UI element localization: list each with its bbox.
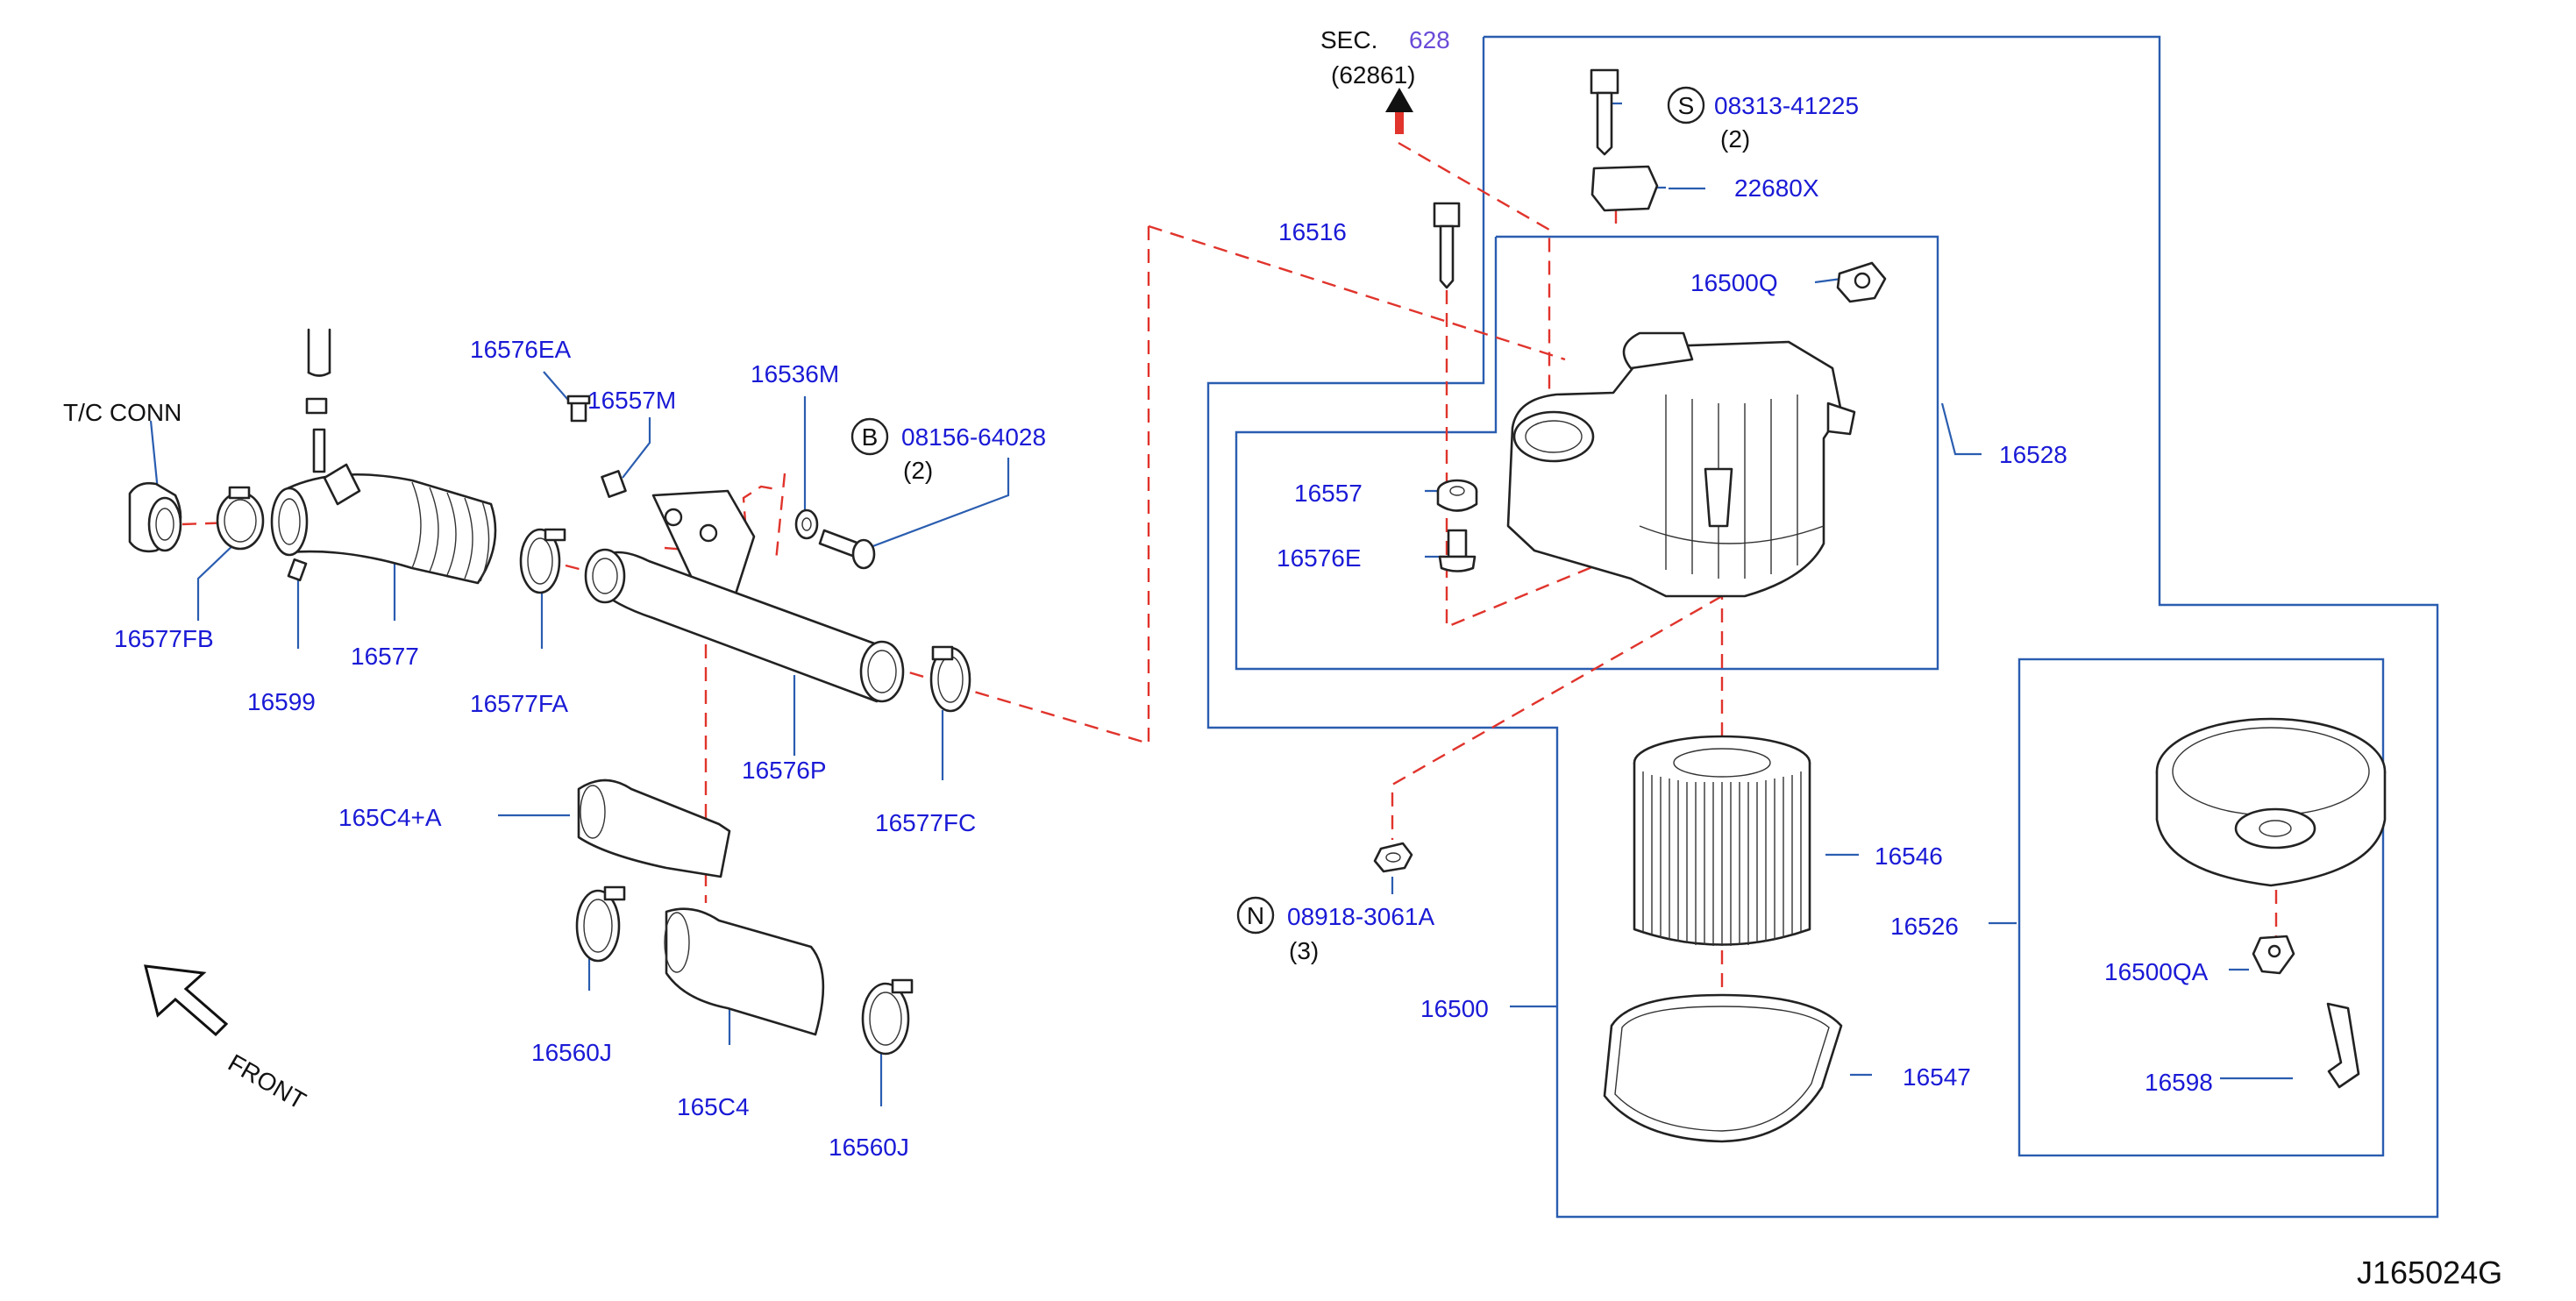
bolt-08156-part <box>818 529 876 570</box>
bolt-08313-part <box>1590 68 1619 156</box>
part-label-08918-3061a[interactable]: 08918-3061A <box>1287 903 1434 930</box>
spacer-16557-part <box>1436 479 1478 512</box>
symbol-n-circle: N <box>1236 896 1275 935</box>
leader-lines <box>149 102 2293 1106</box>
filter-element-16546-part <box>1633 735 1811 946</box>
bushing-16576e-part <box>1438 529 1477 572</box>
assembly-dash-lines <box>181 141 2278 1061</box>
duct-165c4-part <box>664 907 825 1036</box>
group-box-cover <box>2017 658 2385 1157</box>
part-label-16500qa[interactable]: 16500QA <box>2104 958 2209 985</box>
symbol-s-circle: S <box>1667 86 1705 124</box>
grommet-16576ea-part <box>566 395 591 423</box>
part-label-16577fb[interactable]: 16577FB <box>114 625 214 652</box>
part-label-16557[interactable]: 16557 <box>1294 480 1363 507</box>
sec-number-link[interactable]: 628 <box>1409 26 1450 53</box>
part-label-16576ea[interactable]: 16576EA <box>470 336 572 363</box>
seal-ring-16547-part <box>1603 993 1843 1143</box>
air-cleaner-body-16528-part <box>1506 331 1856 598</box>
clamp-16560j-lower-part <box>861 978 914 1056</box>
part-label-16500[interactable]: 16500 <box>1420 995 1489 1022</box>
front-label: FRONT <box>224 1049 310 1114</box>
cover-16526-part <box>2155 717 2387 887</box>
diagram-id-label: J165024G <box>2357 1255 2502 1290</box>
part-label-16516[interactable]: 16516 <box>1278 218 1347 245</box>
nut-08918-part <box>1373 842 1413 873</box>
group-box-outer <box>1206 35 2439 1219</box>
duct-16576p-part <box>584 489 905 703</box>
spacer-16557m-part <box>601 470 627 498</box>
sec-label: SEC. <box>1320 26 1377 53</box>
part-label-16560j-upper[interactable]: 16560J <box>531 1039 612 1066</box>
part-qty-08313: (2) <box>1720 125 1750 153</box>
grommet-16500q-part <box>1836 261 1887 303</box>
part-label-08156-64028[interactable]: 08156-64028 <box>901 423 1046 451</box>
vent-pipe-part <box>305 328 331 473</box>
part-label-16528[interactable]: 16528 <box>1999 441 2067 468</box>
part-qty-08156: (2) <box>903 457 933 484</box>
part-label-16546[interactable]: 16546 <box>1875 842 1943 870</box>
part-label-16536m[interactable]: 16536M <box>751 360 839 387</box>
part-label-16576p[interactable]: 16576P <box>742 757 827 784</box>
bolt-16516-part <box>1433 202 1461 289</box>
symbol-b-circle: B <box>850 417 889 456</box>
sensor-22680x-part <box>1590 165 1659 212</box>
svg-text:N: N <box>1247 902 1264 929</box>
part-label-16577fc[interactable]: 16577FC <box>875 809 976 836</box>
part-qty-08918: (3) <box>1289 937 1319 964</box>
part-label-16599[interactable]: 16599 <box>247 688 316 715</box>
part-label-16560j-lower[interactable]: 16560J <box>829 1134 909 1161</box>
part-label-165c4[interactable]: 165C4 <box>677 1093 750 1120</box>
svg-text:B: B <box>862 423 879 451</box>
washer-16536m-part <box>794 508 819 540</box>
part-label-16547[interactable]: 16547 <box>1903 1063 1971 1091</box>
part-label-16577[interactable]: 16577 <box>351 643 419 670</box>
sec-sub-number: (62861) <box>1331 61 1416 89</box>
clamp-16560j-upper-part <box>575 885 626 963</box>
part-label-16598[interactable]: 16598 <box>2145 1069 2213 1096</box>
group-box-upper-body <box>1235 235 1939 671</box>
clamp-16577fb-part <box>216 486 265 551</box>
plug-16599-part <box>287 558 308 582</box>
part-label-165c4a[interactable]: 165C4+A <box>338 804 442 831</box>
front-arrow-icon <box>144 964 229 1037</box>
sec-ref-arrow <box>1385 88 1413 134</box>
part-label-08313-41225[interactable]: 08313-41225 <box>1714 92 1859 119</box>
part-label-16577fa[interactable]: 16577FA <box>470 690 568 717</box>
clip-16598-part <box>2326 1002 2360 1089</box>
part-label-16526[interactable]: 16526 <box>1890 913 1959 940</box>
part-label-16557m[interactable]: 16557M <box>587 387 676 414</box>
clamp-16577fc-part <box>929 645 971 713</box>
duct-165c4a-part <box>577 778 731 878</box>
grommet-16500qa-part <box>2252 935 2295 975</box>
tc-conn-label: T/C CONN <box>63 399 181 426</box>
svg-text:S: S <box>1678 92 1695 119</box>
tc-connector-part <box>128 481 182 553</box>
part-label-22680x[interactable]: 22680X <box>1734 174 1819 202</box>
part-label-16500q[interactable]: 16500Q <box>1690 269 1778 296</box>
part-label-16576e[interactable]: 16576E <box>1277 544 1362 572</box>
clamp-16577fa-part <box>519 528 566 594</box>
bellows-hose-16577-part <box>270 463 497 585</box>
